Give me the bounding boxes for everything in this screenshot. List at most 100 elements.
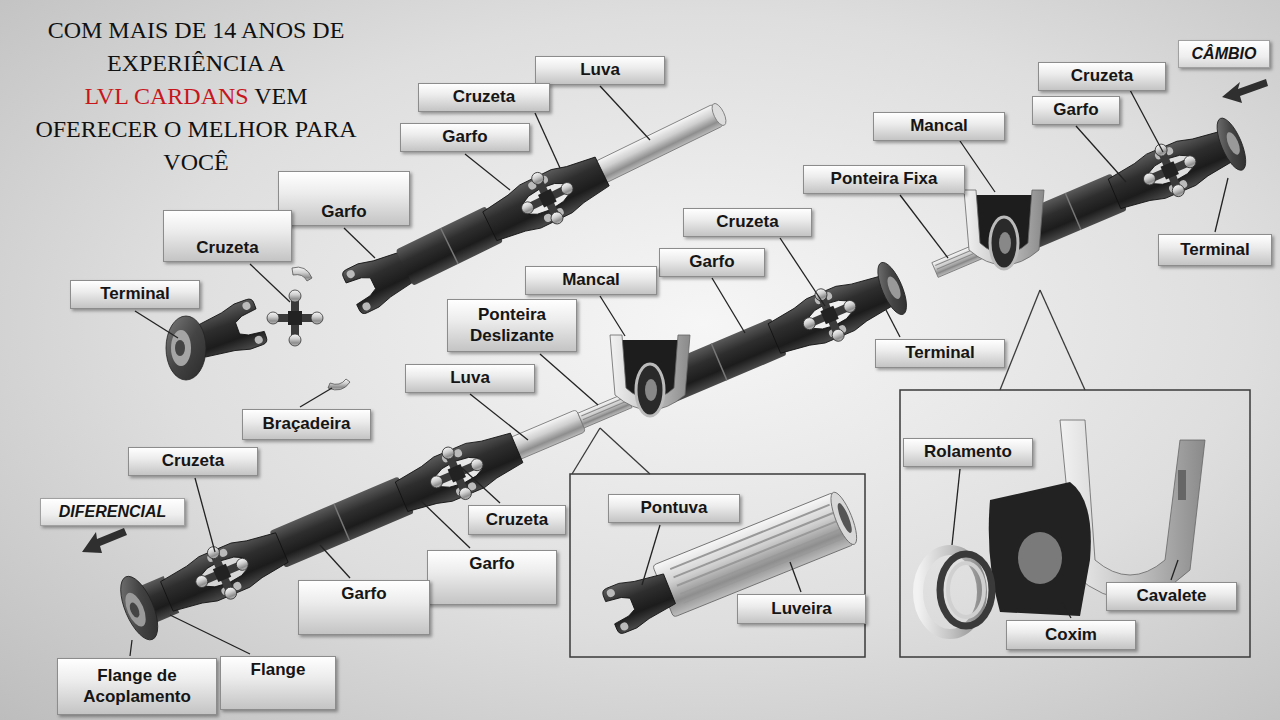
part-label: Terminal bbox=[875, 339, 1005, 368]
part-label: Flange de Acoplamento bbox=[57, 658, 217, 715]
page-title: COM MAIS DE 14 ANOS DE EXPERIÊNCIA A LVL… bbox=[6, 14, 386, 179]
title-word bbox=[168, 17, 174, 43]
leader-line bbox=[952, 469, 960, 545]
leader-line bbox=[320, 545, 350, 578]
part-label: Garfo bbox=[1032, 96, 1120, 125]
terminal-drawing bbox=[267, 290, 323, 346]
title-line: OFERECER O MELHOR PARA bbox=[6, 113, 386, 146]
shaft-drawing bbox=[128, 601, 142, 619]
shaft-drawing bbox=[269, 476, 413, 568]
title-word bbox=[206, 17, 212, 43]
shaft-drawing bbox=[924, 115, 1251, 296]
shaft-drawing bbox=[885, 275, 904, 301]
label-text: Garfo bbox=[469, 554, 514, 574]
part-label: Cruzeta bbox=[468, 505, 566, 535]
terminal-drawing bbox=[292, 267, 312, 281]
part-label: Pontuva bbox=[608, 494, 740, 523]
terminal-drawing bbox=[166, 316, 206, 380]
part-label: Garfo bbox=[400, 123, 530, 152]
label-text: Garfo bbox=[442, 127, 487, 147]
label-text: Garfo bbox=[1053, 100, 1098, 120]
title-word: DE bbox=[174, 17, 206, 43]
part-label: Garfo bbox=[298, 580, 430, 635]
bearing-drawing bbox=[636, 364, 664, 416]
label-text: Mancal bbox=[910, 116, 968, 136]
shaft-drawing bbox=[1211, 115, 1251, 174]
leader-line bbox=[600, 86, 650, 140]
shaft-drawing bbox=[420, 437, 493, 510]
inset-frame bbox=[570, 290, 1250, 657]
terminal-drawing bbox=[175, 340, 185, 356]
slip-yoke-drawing bbox=[677, 521, 836, 585]
inset-frame bbox=[1040, 290, 1085, 390]
title-word: OFERECER bbox=[35, 116, 158, 142]
title-word: COM bbox=[48, 17, 103, 43]
title-line: COM MAIS DE 14 ANOS DE bbox=[6, 14, 386, 47]
title-word: MELHOR bbox=[187, 116, 288, 142]
label-text: Cruzeta bbox=[162, 451, 224, 471]
shaft-drawing bbox=[113, 253, 915, 645]
leader-line bbox=[470, 394, 528, 440]
title-word bbox=[306, 17, 312, 43]
slip-yoke-drawing bbox=[684, 538, 843, 602]
direction-arrow bbox=[82, 528, 127, 553]
title-line: LVL CARDANS VEM bbox=[6, 80, 386, 113]
label-text: Ponteira Deslizante bbox=[456, 305, 568, 346]
shaft-drawing bbox=[709, 101, 729, 127]
title-word: DE bbox=[312, 17, 344, 43]
shaft-drawing bbox=[185, 536, 258, 609]
bearing-drawing bbox=[610, 335, 690, 416]
shaft-drawing bbox=[592, 104, 724, 185]
label-text: Cruzeta bbox=[1071, 66, 1133, 86]
shaft-drawing bbox=[872, 259, 912, 318]
leader-line bbox=[170, 615, 250, 654]
part-label: Mancal bbox=[525, 266, 657, 295]
label-text: CÂMBIO bbox=[1192, 44, 1257, 63]
shaft-drawing bbox=[793, 278, 866, 351]
label-text: Terminal bbox=[905, 343, 975, 363]
inset-frame bbox=[600, 428, 650, 474]
inset-frame bbox=[570, 474, 865, 657]
slip-yoke-drawing bbox=[680, 530, 839, 594]
title-word bbox=[181, 116, 187, 142]
label-text: Garfo bbox=[321, 202, 366, 222]
leader-line bbox=[642, 525, 660, 585]
label-text: Cruzeta bbox=[716, 212, 778, 232]
leader-line bbox=[1215, 178, 1228, 232]
leader-line bbox=[130, 640, 132, 656]
label-text: Garfo bbox=[689, 252, 734, 272]
direction-tag: CÂMBIO bbox=[1178, 40, 1270, 68]
bearing-drawing bbox=[990, 217, 1018, 269]
shaft-drawing bbox=[534, 150, 613, 221]
leader-line bbox=[1076, 126, 1126, 182]
title-word: ANOS bbox=[241, 17, 306, 43]
label-text: Pontuva bbox=[640, 498, 707, 518]
leader-line bbox=[535, 113, 560, 168]
part-label: Ponteira Fixa bbox=[803, 165, 965, 194]
title-word bbox=[263, 50, 268, 76]
part-label: Garfo bbox=[659, 248, 765, 277]
leader-line bbox=[344, 228, 375, 258]
shaft-drawing bbox=[583, 401, 627, 420]
leader-line bbox=[600, 296, 625, 336]
leader-line bbox=[960, 141, 995, 192]
part-label: Garfo bbox=[427, 550, 557, 605]
direction-arrow bbox=[1222, 79, 1268, 103]
bearing-parts-drawing bbox=[1018, 532, 1062, 584]
part-label: Flange bbox=[220, 656, 336, 710]
bearing-parts-drawing bbox=[948, 563, 984, 617]
label-text: Terminal bbox=[100, 284, 170, 304]
slip-yoke-drawing bbox=[826, 489, 862, 547]
leader-line bbox=[780, 238, 825, 306]
part-label: Coxim bbox=[1006, 620, 1136, 650]
bearing-drawing bbox=[645, 379, 657, 401]
part-label: Ponteira Deslizante bbox=[447, 299, 577, 352]
part-label: Luveira bbox=[737, 594, 866, 624]
part-label: Braçadeira bbox=[242, 409, 371, 440]
label-text: Ponteira Fixa bbox=[831, 169, 938, 189]
inset-frame bbox=[1000, 290, 1040, 390]
leader-line bbox=[135, 311, 178, 338]
title-word bbox=[128, 83, 134, 109]
label-text: Braçadeira bbox=[263, 414, 351, 434]
part-label: Cavalete bbox=[1106, 582, 1237, 611]
